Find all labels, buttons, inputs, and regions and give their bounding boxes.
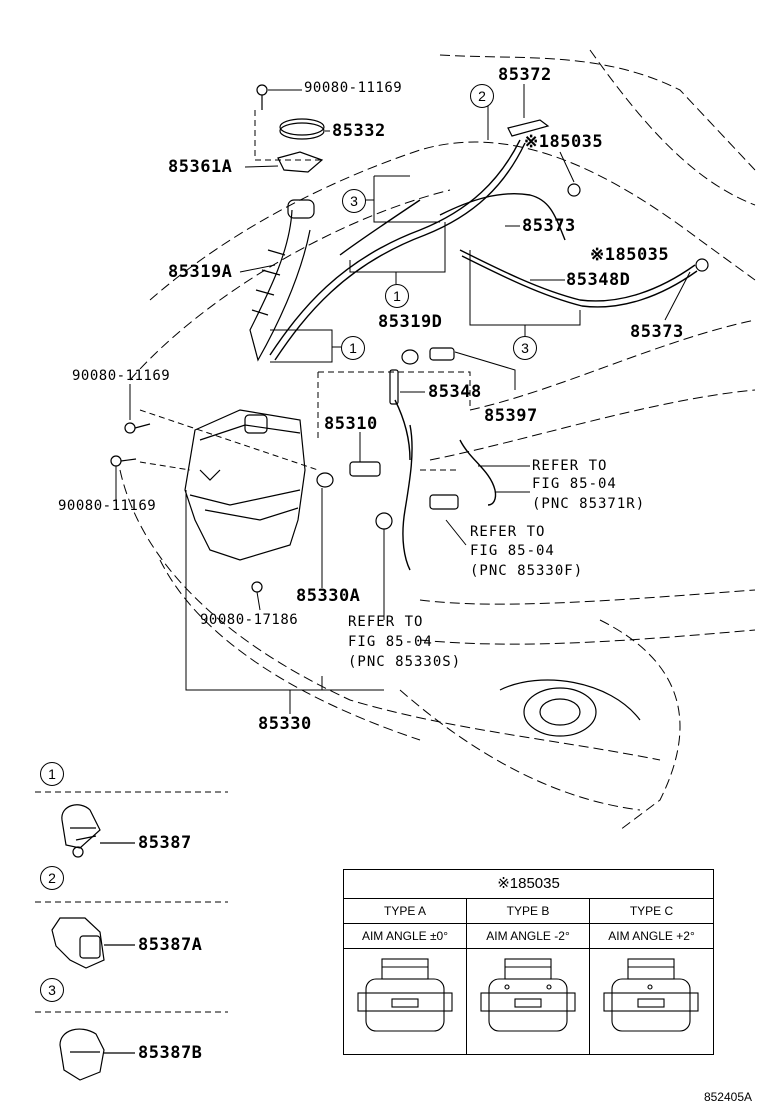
callout-brackets bbox=[270, 106, 581, 363]
callout-3: 3 bbox=[513, 336, 537, 360]
type-a-header: TYPE A bbox=[344, 899, 467, 923]
callout-3: 3 bbox=[342, 189, 366, 213]
nozzle bbox=[507, 119, 709, 272]
diagram-code: 852405A bbox=[703, 1090, 752, 1104]
legend-callout-1: 1 bbox=[40, 762, 64, 786]
leader-lines bbox=[115, 84, 691, 714]
part-label-90080-11169-mid: 90080-11169 bbox=[72, 368, 171, 384]
nozzle-image-a bbox=[344, 949, 467, 1054]
dashed-boxes bbox=[35, 110, 471, 1013]
refer-note-1-line3: (PNC 85371R) bbox=[532, 496, 646, 512]
refer-note-3-line3: (PNC 85330S) bbox=[348, 654, 462, 670]
part-label-85319A: 85319A bbox=[168, 262, 233, 282]
part-label-85373-a: 85373 bbox=[522, 216, 576, 236]
refer-note-3-line1: REFER TO bbox=[348, 614, 424, 630]
part-label-85348: 85348 bbox=[428, 382, 482, 402]
refer-note-3-line2: FIG 85-04 bbox=[348, 634, 433, 650]
clip-85387B bbox=[59, 1028, 135, 1081]
clip-85387 bbox=[61, 804, 135, 858]
fog-lamp bbox=[499, 679, 641, 737]
angle-b: AIM ANGLE -2° bbox=[467, 924, 590, 948]
bracket bbox=[277, 151, 324, 173]
part-label-185035-b: ※185035 bbox=[590, 245, 670, 265]
refer-note-2-line2: FIG 85-04 bbox=[470, 543, 555, 559]
part-label-90080-11169-top: 90080-11169 bbox=[304, 80, 403, 96]
table-title: ※185035 bbox=[344, 870, 713, 899]
washer-tank bbox=[184, 409, 306, 561]
cap bbox=[279, 118, 325, 140]
part-label-85330A: 85330A bbox=[296, 586, 361, 606]
refer-note-1-line1: REFER TO bbox=[532, 458, 608, 474]
legend-callout-3: 3 bbox=[40, 978, 64, 1002]
type-b-header: TYPE B bbox=[467, 899, 590, 923]
part-label-85332: 85332 bbox=[332, 121, 386, 141]
part-label-85397: 85397 bbox=[484, 406, 538, 426]
part-label-85348D: 85348D bbox=[566, 270, 631, 290]
part-label-85387A: 85387A bbox=[138, 935, 203, 955]
aim-angle-table: ※185035 TYPE A TYPE B TYPE C AIM ANGLE ±… bbox=[343, 869, 714, 1055]
part-label-85330: 85330 bbox=[258, 714, 312, 734]
clip-85387A bbox=[51, 917, 135, 969]
part-label-85387: 85387 bbox=[138, 833, 192, 853]
part-label-85387B: 85387B bbox=[138, 1043, 203, 1063]
type-c-header: TYPE C bbox=[629, 904, 674, 918]
table-image-row bbox=[344, 949, 713, 1054]
part-label-185035-a: ※185035 bbox=[524, 132, 604, 152]
nozzle-image-c bbox=[590, 949, 713, 1054]
hoses bbox=[269, 139, 698, 571]
part-label-90080-17186: 90080-17186 bbox=[200, 612, 299, 628]
table-type-row: TYPE A TYPE B TYPE C bbox=[344, 899, 713, 924]
refer-note-2-line1: REFER TO bbox=[470, 524, 546, 540]
callout-1: 1 bbox=[385, 284, 409, 308]
callout-1: 1 bbox=[341, 336, 365, 360]
part-label-90080-11169-low: 90080-11169 bbox=[58, 498, 157, 514]
table-angle-row: AIM ANGLE ±0° AIM ANGLE -2° AIM ANGLE +2… bbox=[344, 924, 713, 949]
refer-note-1-line2: FIG 85-04 bbox=[532, 476, 617, 492]
refer-note-2-line3: (PNC 85330F) bbox=[470, 563, 584, 579]
part-label-85361A: 85361A bbox=[168, 157, 233, 177]
angle-a: AIM ANGLE ±0° bbox=[344, 924, 467, 948]
part-label-85372: 85372 bbox=[498, 65, 552, 85]
part-label-85373-b: 85373 bbox=[630, 322, 684, 342]
callout-2: 2 bbox=[470, 84, 494, 108]
legend-callout-2: 2 bbox=[40, 866, 64, 890]
filler-neck bbox=[249, 199, 315, 362]
angle-c: AIM ANGLE +2° bbox=[608, 929, 695, 943]
part-label-85319D: 85319D bbox=[378, 312, 443, 332]
part-label-85310: 85310 bbox=[324, 414, 378, 434]
pump bbox=[316, 347, 459, 530]
nozzle-image-b bbox=[467, 949, 590, 1054]
